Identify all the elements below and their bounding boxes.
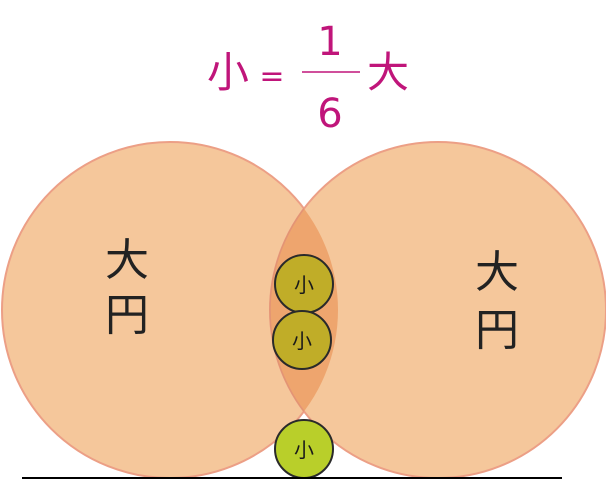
formula-right: 大	[367, 48, 409, 97]
small-circle-middle	[272, 310, 332, 370]
formula-equals: =	[259, 59, 284, 94]
formula-denominator: 6	[317, 91, 342, 137]
large-left-label-line1: 大	[105, 235, 149, 286]
formula-left: 小	[207, 48, 249, 97]
large-right-label-line1: 大	[475, 247, 519, 298]
formula-numerator: 1	[317, 19, 342, 65]
small-top-label: 小	[294, 273, 314, 297]
large-right-label-line2: 円	[475, 305, 519, 356]
small-bottom-label: 小	[294, 438, 314, 462]
large-left-label-line2: 円	[105, 290, 149, 341]
overlap-region	[269, 142, 338, 478]
small-middle-label: 小	[292, 329, 312, 353]
formula: 小 = 1 6 大	[207, 19, 409, 137]
